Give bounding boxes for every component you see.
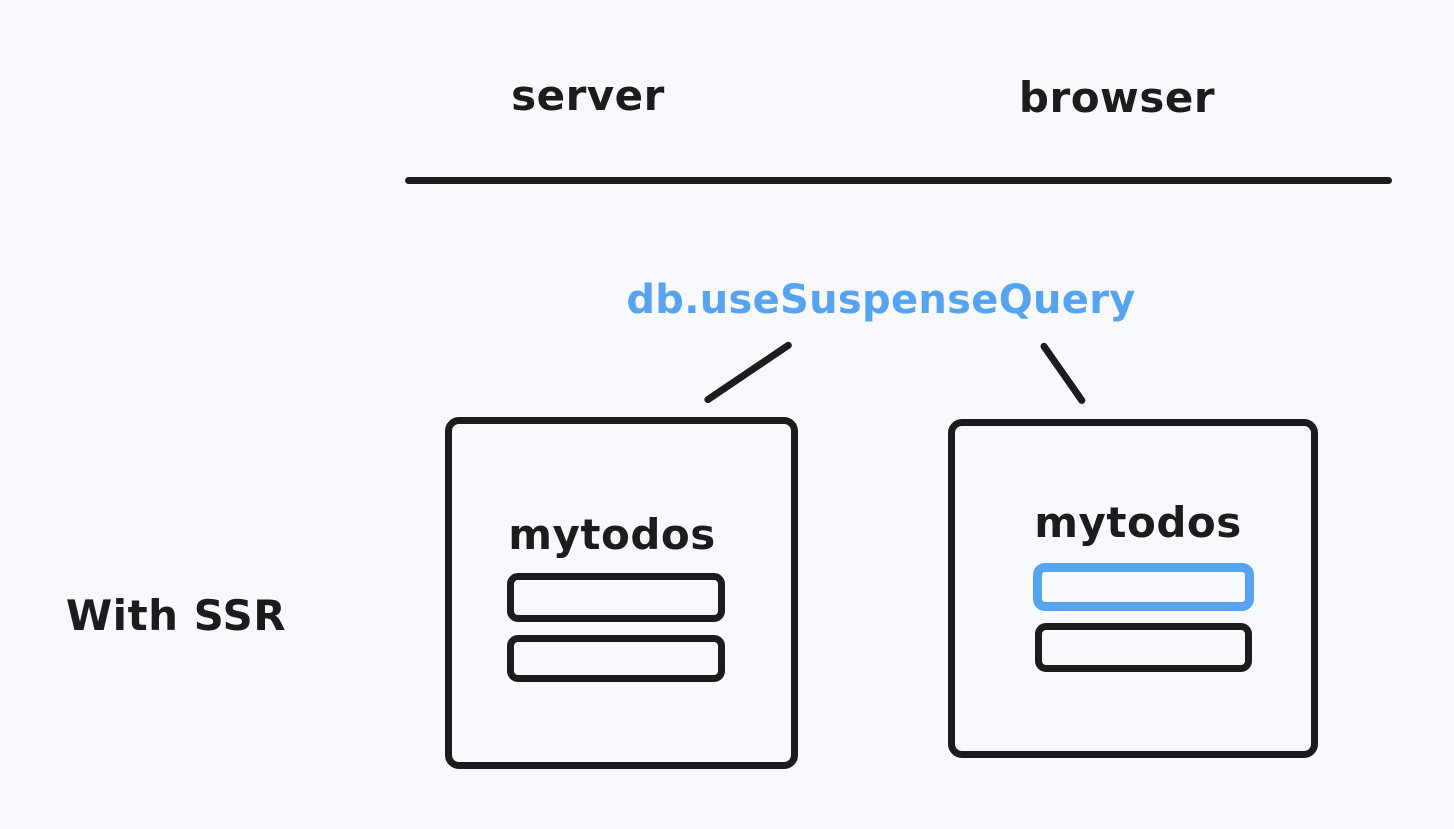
connector-line-server: [703, 340, 794, 405]
server-panel-title: mytodos: [508, 510, 716, 559]
header-divider: [405, 177, 1392, 184]
server-panel: mytodos: [445, 417, 798, 769]
browser-todo-item-2[interactable]: [1035, 623, 1252, 672]
server-todo-item-1[interactable]: [507, 573, 725, 622]
connector-line-browser: [1039, 341, 1087, 406]
api-label-use-suspense-query: db.useSuspenseQuery: [626, 277, 1136, 323]
column-header-server: server: [511, 71, 665, 120]
server-todo-item-2[interactable]: [507, 635, 725, 682]
browser-panel-title: mytodos: [1034, 498, 1242, 547]
column-header-browser: browser: [1018, 73, 1216, 122]
row-label-with-ssr: With SSR: [65, 591, 287, 640]
browser-todo-item-1-highlighted[interactable]: [1033, 563, 1254, 611]
browser-panel: mytodos: [948, 419, 1318, 758]
